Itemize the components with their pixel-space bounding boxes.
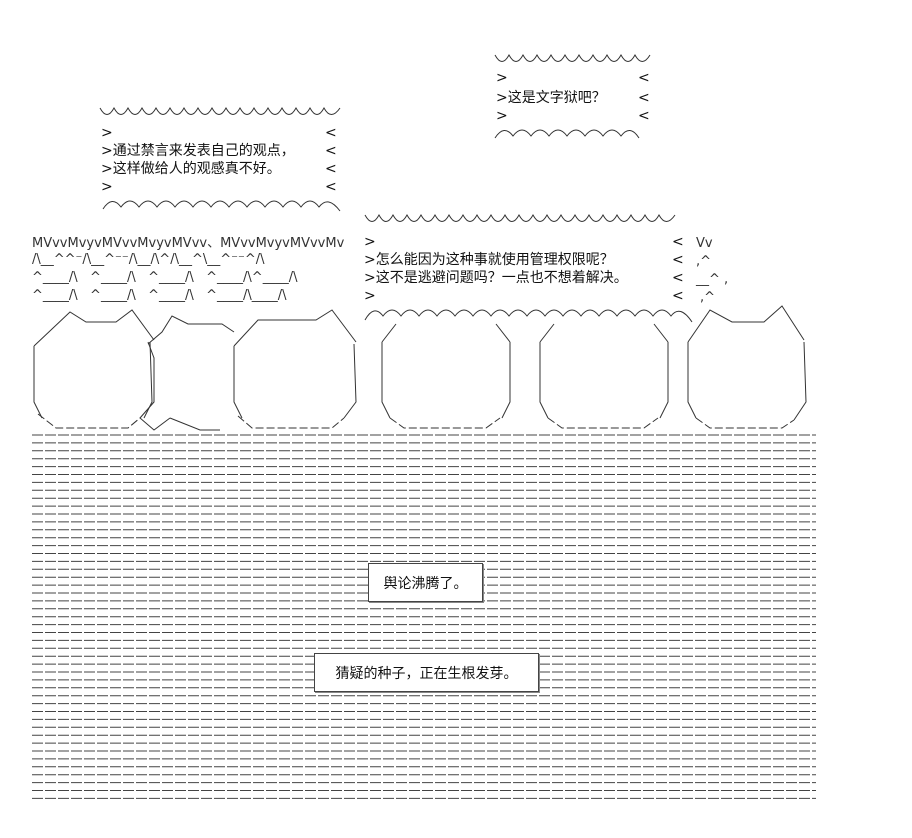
- bubble-bottom-scallop: [102, 200, 341, 212]
- caption-uproar-text: 舆论沸腾了。: [383, 575, 468, 592]
- bubble-right-mark-2: <: [672, 252, 684, 268]
- caption-uproar: 舆论沸腾了。: [368, 563, 483, 602]
- bubble-line-3: >: [496, 108, 508, 124]
- bubble-line-2: >怎么能因为这种事就使用管理权限呢？: [364, 252, 614, 268]
- bubble-bottom-scallop: [364, 309, 693, 323]
- cat-head-4: [381, 323, 511, 429]
- cat-head-6: [687, 305, 807, 429]
- bubble-line-1: >: [101, 125, 113, 141]
- crowd-right-4: ,^: [700, 290, 716, 305]
- bubble-line-1: >: [364, 234, 376, 250]
- cat-head-1: [33, 309, 155, 429]
- bubble-line-4: >: [364, 288, 376, 304]
- bubble-top-scallop: [364, 213, 676, 222]
- cat-head-3: [233, 309, 357, 429]
- speech-bubble-middle: > >怎么能因为这种事就使用管理权限呢？ >这不是逃避问题吗？一点也不想着解决。…: [360, 212, 700, 330]
- crowd-right-1: Vv: [696, 236, 713, 251]
- crowd-line-1: MVvvMvyvMVvvMvyvMVvv、MVvvMvyvMVvvMv: [32, 236, 345, 251]
- bubble-right-mark-2: <: [325, 143, 337, 159]
- caption-seed: 猜疑的种子，正在生根发芽。: [314, 653, 539, 692]
- crowd-line-3: ^____/\ ^____/\ ^____/\ ^____/\^____/\: [32, 270, 298, 285]
- bubble-right-mark-1: <: [672, 234, 684, 250]
- crowd-line-4: ^____/\ ^____/\ ^____/\ ^____/\____/\: [32, 288, 287, 303]
- bubble-bottom-scallop: [494, 129, 640, 139]
- bubble-line-1: >: [496, 70, 508, 86]
- bubble-line-3: >这样做给人的观感真不好。: [101, 161, 281, 177]
- bubble-line-4: >: [101, 179, 113, 195]
- bubble-line-2: >这是文字狱吧？: [496, 90, 606, 106]
- bubble-right-mark-4: <: [672, 288, 684, 304]
- bubble-top-scallop: [494, 53, 651, 62]
- crowd-body-lines: [32, 434, 816, 799]
- cat-head-5: [539, 323, 669, 429]
- crowd-right-3: __^ ,: [696, 272, 729, 287]
- bubble-right-mark-3: <: [672, 270, 684, 286]
- bubble-right-mark-1: <: [638, 70, 650, 86]
- bubble-right-mark-1: <: [325, 125, 337, 141]
- bubble-right-mark-3: <: [638, 108, 650, 124]
- bubble-right-mark-2: <: [638, 90, 650, 106]
- bubble-top-scallop: [99, 106, 341, 115]
- cat-head-2: [139, 315, 235, 431]
- crowd-line-2: /\__^^⁻/\__^⁻⁻/\__/\^/\__^\__^⁻⁻^/\: [32, 252, 265, 267]
- bubble-right-mark-3: <: [325, 161, 337, 177]
- speech-bubble-upper-left: > >通过禁言来发表自己的观点， >这样做给人的观感真不好。 > < < < <: [95, 105, 360, 217]
- speech-bubble-top-right: > >这是文字狱吧？ > < < <: [490, 52, 660, 144]
- bubble-right-mark-4: <: [325, 179, 337, 195]
- bubble-line-3: >这不是逃避问题吗？一点也不想着解决。: [364, 270, 628, 286]
- bubble-line-2: >通过禁言来发表自己的观点，: [101, 143, 295, 159]
- crowd-right-2: ,^: [696, 254, 712, 269]
- caption-seed-text: 猜疑的种子，正在生根发芽。: [335, 665, 518, 682]
